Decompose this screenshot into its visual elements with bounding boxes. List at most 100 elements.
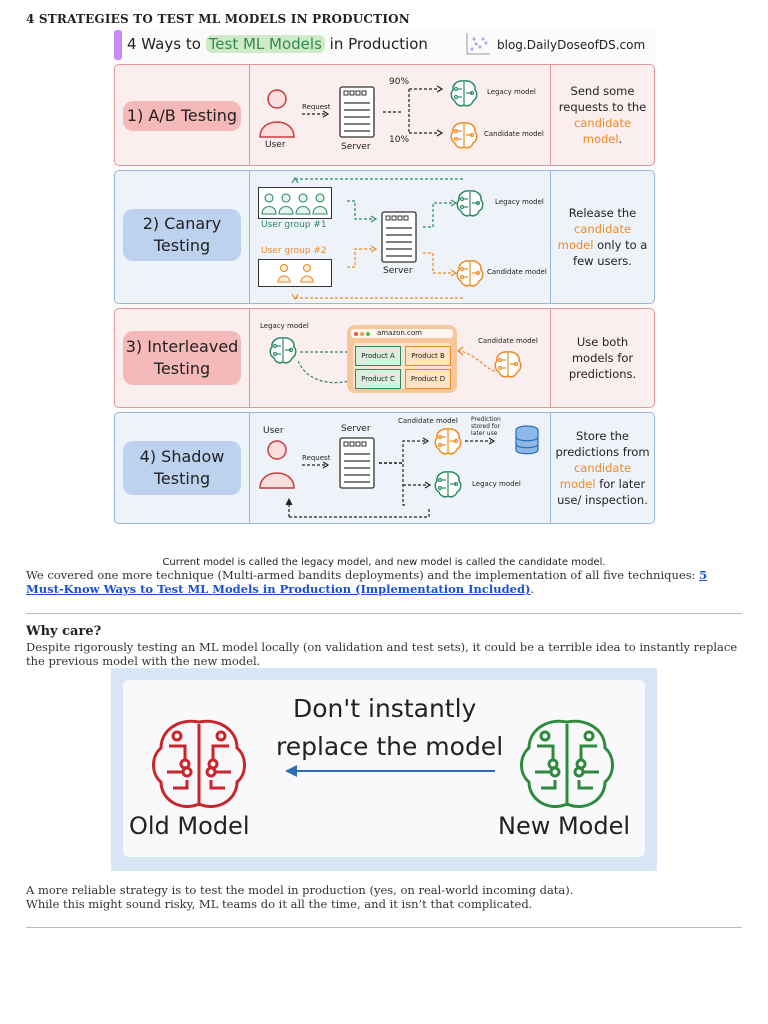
legacy-model-brain-icon xyxy=(450,80,478,107)
interleave-orange-arrows-icon xyxy=(457,346,496,372)
canary-out-arrows-icon xyxy=(423,199,458,277)
ab-testing-label: 1) A/B Testing xyxy=(123,101,241,131)
strategies-infographic: 4 Ways to Test ML Models in Production b… xyxy=(112,27,657,525)
server-label: Server xyxy=(383,266,413,276)
why-care-heading: Why care? xyxy=(26,624,102,639)
prediction-stored-label: Prediction stored for later use xyxy=(471,416,501,437)
desc-pre: Store the predictions from xyxy=(555,429,650,459)
legacy-model-label: Legacy model xyxy=(495,198,544,206)
legacy-model-label: Legacy model xyxy=(487,88,536,96)
heading-pre: 4 Ways to xyxy=(127,35,206,53)
reliable-strategy-line1: A more reliable strategy is to test the … xyxy=(26,883,574,897)
infographic-caption: Current model is called the legacy model… xyxy=(162,557,606,568)
pct-90-label: 90% xyxy=(389,77,410,87)
canary-flow-lines-icon xyxy=(291,176,465,301)
canary-in-arrows-icon xyxy=(347,200,378,268)
request-arrow-icon xyxy=(302,461,330,469)
candidate-model-brain-icon xyxy=(434,428,462,455)
shadow-testing-description: Store the predictions from candidate mod… xyxy=(555,413,650,523)
interleaved-label-line2: Testing xyxy=(153,359,211,378)
brand-label: blog.DailyDoseofDS.com xyxy=(497,38,646,52)
illustration-line1: Don't instantly xyxy=(293,694,477,723)
candidate-model-label: Candidate model xyxy=(398,417,458,425)
old-model-brain-icon xyxy=(152,719,246,808)
product-b-card[interactable]: Product B xyxy=(405,346,451,366)
canary-label-line1: 2) Canary xyxy=(142,214,222,233)
candidate-model-brain-icon xyxy=(450,122,478,149)
legacy-model-label: Legacy model xyxy=(472,480,521,488)
desc-post: . xyxy=(618,132,623,146)
site-url-label: amazon.com xyxy=(377,329,422,337)
ab-testing-description: Send some requests to the candidate mode… xyxy=(555,65,650,165)
user-group-1-label: User group #1 xyxy=(261,220,327,230)
request-label: Request xyxy=(302,103,331,111)
amazon-browser-window: amazon.com Product A Product B Product C… xyxy=(347,325,457,393)
desc-post: for later use/ inspection. xyxy=(557,477,648,507)
product-a-card[interactable]: Product A xyxy=(355,346,401,366)
legacy-model-label: Legacy model xyxy=(260,322,309,330)
shadow-label-line2: Testing xyxy=(153,469,211,488)
illustration-line2: replace the model xyxy=(276,732,504,761)
infographic-heading: 4 Ways to Test ML Models in Production xyxy=(127,35,428,53)
desc-highlight: candidate model xyxy=(573,116,632,146)
server-label: Server xyxy=(341,424,371,434)
server-icon xyxy=(339,437,375,489)
new-model-brain-icon xyxy=(520,719,614,808)
legacy-model-brain-icon xyxy=(456,190,484,217)
reliable-strategy-line2: While this might sound risky, ML teams d… xyxy=(26,897,533,911)
divider-bottom xyxy=(26,927,742,928)
row-ab-testing: 1) A/B Testing User Request Server 90% 1… xyxy=(114,64,655,166)
page-title: 4 STRATEGIES TO TEST ML MODELS IN PRODUC… xyxy=(26,12,410,26)
user-group-1-people-icon xyxy=(261,193,328,215)
desc-post: only to a few users. xyxy=(573,238,648,268)
split-arrows-icon xyxy=(383,85,444,137)
user-group-2-label: User group #2 xyxy=(261,246,327,256)
new-model-label: New Model xyxy=(498,812,631,840)
paragraph-techniques-text: We covered one more technique (Multi-arm… xyxy=(26,568,700,582)
server-icon xyxy=(381,211,417,263)
replace-model-illustration: Don't instantly replace the model xyxy=(111,668,657,871)
candidate-model-brain-icon xyxy=(494,351,522,378)
canary-testing-description: Release the candidate model only to a fe… xyxy=(555,171,650,303)
server-label: Server xyxy=(341,142,371,152)
product-c-card[interactable]: Product C xyxy=(355,369,401,389)
request-label: Request xyxy=(302,454,331,462)
user-group-2-box xyxy=(258,259,332,287)
heading-post: in Production xyxy=(324,35,428,53)
user-icon xyxy=(259,89,295,138)
user-group-2-people-icon xyxy=(277,263,314,283)
user-label: User xyxy=(263,426,284,436)
request-arrow-icon xyxy=(302,110,330,118)
interleaved-testing-description: Use both models for predictions. xyxy=(568,335,637,381)
interleaved-label-line1: 3) Interleaved xyxy=(125,337,239,356)
implementation-link[interactable]: 5 Must-Know Ways to Test ML Models in Pr… xyxy=(26,568,708,596)
why-care-paragraph: Despite rigorously testing an ML model l… xyxy=(26,640,738,668)
paragraph-techniques: We covered one more technique (Multi-arm… xyxy=(26,568,742,596)
candidate-model-label: Candidate model xyxy=(487,268,547,276)
server-icon xyxy=(339,86,375,138)
legacy-model-brain-icon xyxy=(269,337,297,364)
shadow-flow-arrows-icon xyxy=(285,437,496,518)
candidate-model-brain-icon xyxy=(456,260,484,287)
desc-pre: Send some requests to the xyxy=(558,84,647,114)
accent-bar xyxy=(114,30,122,60)
user-group-1-box xyxy=(258,187,332,219)
user-label: User xyxy=(265,140,286,150)
canary-label-line2: Testing xyxy=(153,236,211,255)
user-icon xyxy=(259,440,295,489)
legacy-model-brain-icon xyxy=(434,471,462,498)
candidate-model-label: Candidate model xyxy=(478,337,538,345)
desc-highlight: candidate model xyxy=(559,461,632,491)
desc-pre: Release the xyxy=(568,206,637,220)
heading-highlight: Test ML Models xyxy=(205,35,325,53)
replace-arrow-icon xyxy=(285,765,495,777)
old-model-label: Old Model xyxy=(129,812,250,840)
product-d-card[interactable]: Product D xyxy=(405,369,451,389)
reliable-strategy-paragraph: A more reliable strategy is to test the … xyxy=(26,883,742,911)
divider xyxy=(26,613,742,614)
